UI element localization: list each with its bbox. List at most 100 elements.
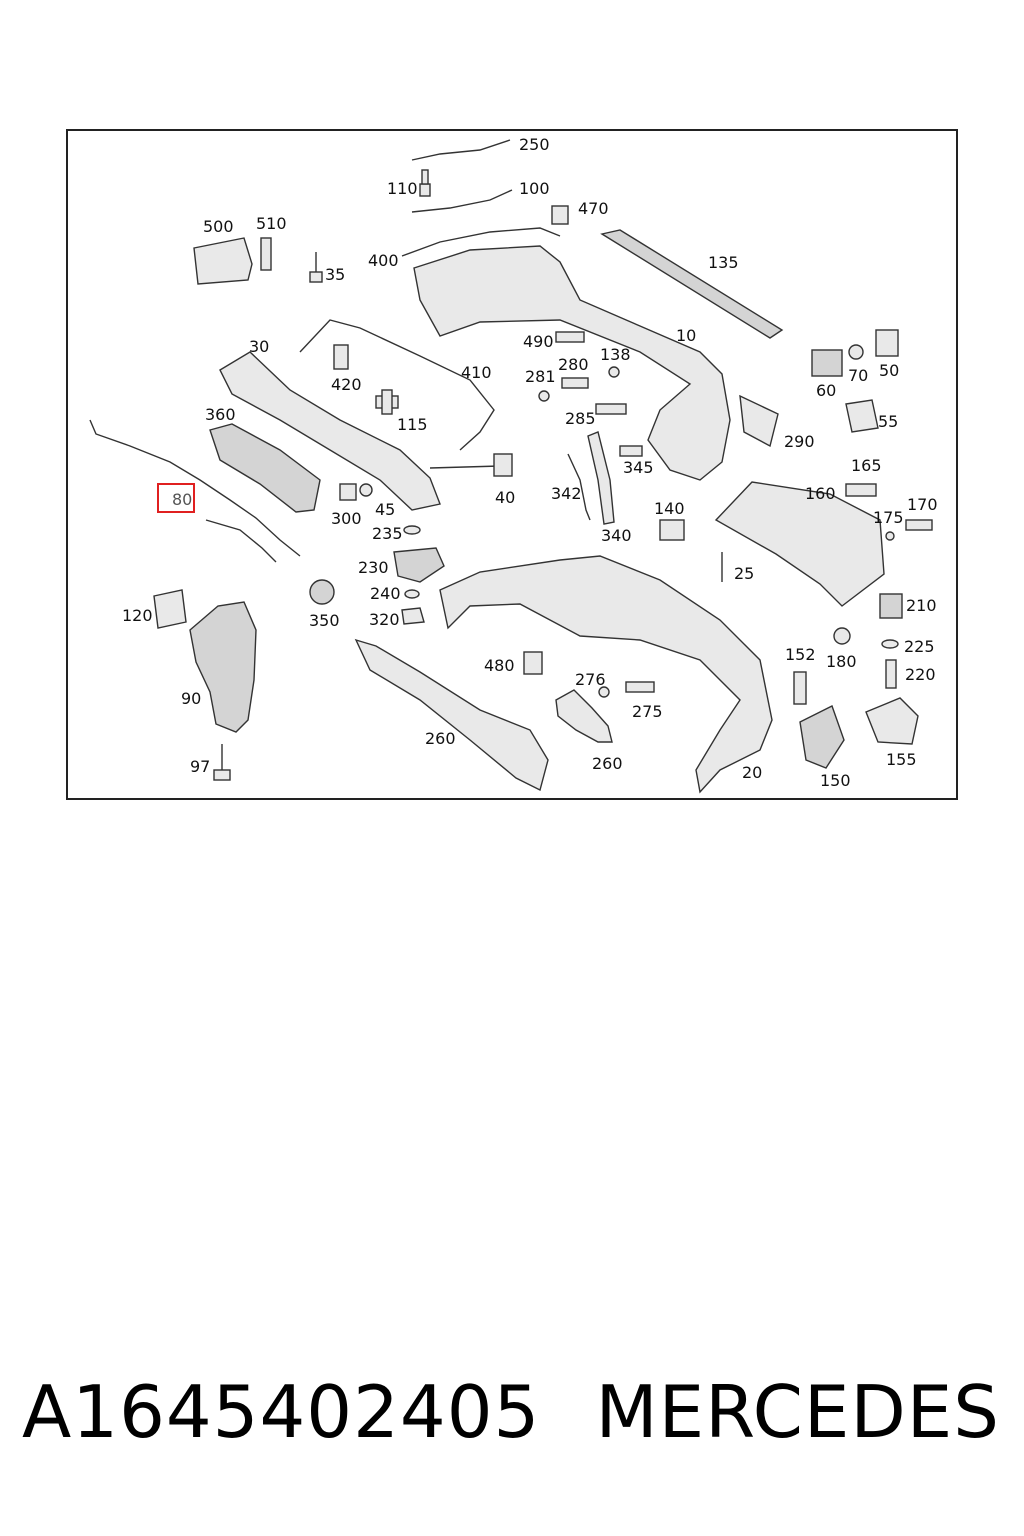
label-350[interactable]: 350 <box>309 611 340 630</box>
label-235[interactable]: 235 <box>372 524 403 543</box>
label-225[interactable]: 225 <box>904 637 935 656</box>
label-285[interactable]: 285 <box>565 409 596 428</box>
part-20-drawing <box>439 555 773 794</box>
fasteners-right-drawing <box>845 483 933 541</box>
label-150[interactable]: 150 <box>820 771 851 790</box>
part-80-branch-drawing <box>205 519 277 563</box>
part-100-drawing <box>411 189 513 213</box>
label-175[interactable]: 175 <box>873 508 904 527</box>
label-80-highlighted[interactable]: 80 <box>172 490 192 509</box>
part-160-drawing <box>714 481 885 607</box>
part-115-drawing <box>375 389 399 415</box>
label-220[interactable]: 220 <box>905 665 936 684</box>
label-210[interactable]: 210 <box>906 596 937 615</box>
part-120-drawing <box>153 589 187 629</box>
label-90[interactable]: 90 <box>181 689 201 708</box>
label-50[interactable]: 50 <box>879 361 899 380</box>
exploded-parts-diagram: 250 110 100 470 500 510 35 400 135 10 30… <box>89 135 938 794</box>
label-360[interactable]: 360 <box>205 405 236 424</box>
part-350-drawing <box>309 579 335 605</box>
part-260-left-drawing <box>354 638 549 792</box>
footer: A1645402405 MERCEDES <box>0 1370 1024 1470</box>
label-160[interactable]: 160 <box>805 484 836 503</box>
label-55[interactable]: 55 <box>878 412 898 431</box>
label-260-left[interactable]: 260 <box>425 729 456 748</box>
label-100[interactable]: 100 <box>519 179 550 198</box>
label-70[interactable]: 70 <box>848 366 868 385</box>
part-500-drawing <box>193 237 253 285</box>
label-230[interactable]: 230 <box>358 558 389 577</box>
part-470-drawing <box>551 205 569 225</box>
part-110-drawing <box>419 169 431 197</box>
label-30[interactable]: 30 <box>249 337 269 356</box>
part-250-drawing <box>411 139 511 161</box>
label-290[interactable]: 290 <box>784 432 815 451</box>
label-97[interactable]: 97 <box>190 757 210 776</box>
part-410-drawing <box>299 319 495 451</box>
label-138[interactable]: 138 <box>600 345 631 364</box>
nuts-left-drawing <box>339 483 373 501</box>
label-260-right[interactable]: 260 <box>592 754 623 773</box>
label-135[interactable]: 135 <box>708 253 739 272</box>
part-90-drawing <box>189 601 257 733</box>
mount-parts-drawing <box>393 525 445 625</box>
label-275[interactable]: 275 <box>632 702 663 721</box>
part-420-drawing <box>333 344 349 370</box>
part-340-drawing <box>587 431 615 525</box>
highlight-box-80 <box>157 483 195 513</box>
part-40-drawing <box>429 453 513 477</box>
label-152[interactable]: 152 <box>785 645 816 664</box>
part-510-drawing <box>260 237 272 271</box>
label-60[interactable]: 60 <box>816 381 836 400</box>
parts-diagram-frame <box>66 129 958 800</box>
part-400-drawing <box>401 227 561 257</box>
label-500[interactable]: 500 <box>203 217 234 236</box>
label-345[interactable]: 345 <box>623 458 654 477</box>
part-30-drawing <box>219 351 441 511</box>
part-10-drawing <box>413 245 731 481</box>
part-345-drawing <box>619 445 643 457</box>
label-180[interactable]: 180 <box>826 652 857 671</box>
fasteners-lower-center-drawing <box>598 681 655 698</box>
part-342-drawing <box>567 453 591 521</box>
label-20[interactable]: 20 <box>742 763 762 782</box>
brackets-lower-right-drawing <box>793 671 919 769</box>
label-300[interactable]: 300 <box>331 509 362 528</box>
label-490[interactable]: 490 <box>523 332 554 351</box>
label-276[interactable]: 276 <box>575 670 606 689</box>
label-510[interactable]: 510 <box>256 214 287 233</box>
label-25[interactable]: 25 <box>734 564 754 583</box>
label-280[interactable]: 280 <box>558 355 589 374</box>
label-400[interactable]: 400 <box>368 251 399 270</box>
label-140[interactable]: 140 <box>654 499 685 518</box>
fasteners-center-drawing <box>538 331 627 415</box>
label-250[interactable]: 250 <box>519 135 550 154</box>
label-420[interactable]: 420 <box>331 375 362 394</box>
label-342[interactable]: 342 <box>551 484 582 503</box>
part-260-right-drawing <box>555 689 613 743</box>
label-35[interactable]: 35 <box>325 265 345 284</box>
label-40[interactable]: 40 <box>495 488 515 507</box>
part-360-drawing <box>209 423 321 513</box>
label-155[interactable]: 155 <box>886 750 917 769</box>
label-340[interactable]: 340 <box>601 526 632 545</box>
fasteners-lower-right-drawing <box>833 593 903 689</box>
label-170[interactable]: 170 <box>907 495 938 514</box>
label-115[interactable]: 115 <box>397 415 428 434</box>
label-120[interactable]: 120 <box>122 606 153 625</box>
part-55-drawing <box>845 399 879 433</box>
label-165[interactable]: 165 <box>851 456 882 475</box>
label-10[interactable]: 10 <box>676 326 696 345</box>
label-410[interactable]: 410 <box>461 363 492 382</box>
part-480-drawing <box>523 651 543 675</box>
part-97-drawing <box>213 744 231 781</box>
label-470[interactable]: 470 <box>578 199 609 218</box>
label-320[interactable]: 320 <box>369 610 400 629</box>
label-240[interactable]: 240 <box>370 584 401 603</box>
label-480[interactable]: 480 <box>484 656 515 675</box>
part-35-drawing <box>309 252 323 283</box>
label-281[interactable]: 281 <box>525 367 556 386</box>
label-110[interactable]: 110 <box>387 179 418 198</box>
part-135-drawing <box>600 229 784 339</box>
label-45[interactable]: 45 <box>375 500 395 519</box>
